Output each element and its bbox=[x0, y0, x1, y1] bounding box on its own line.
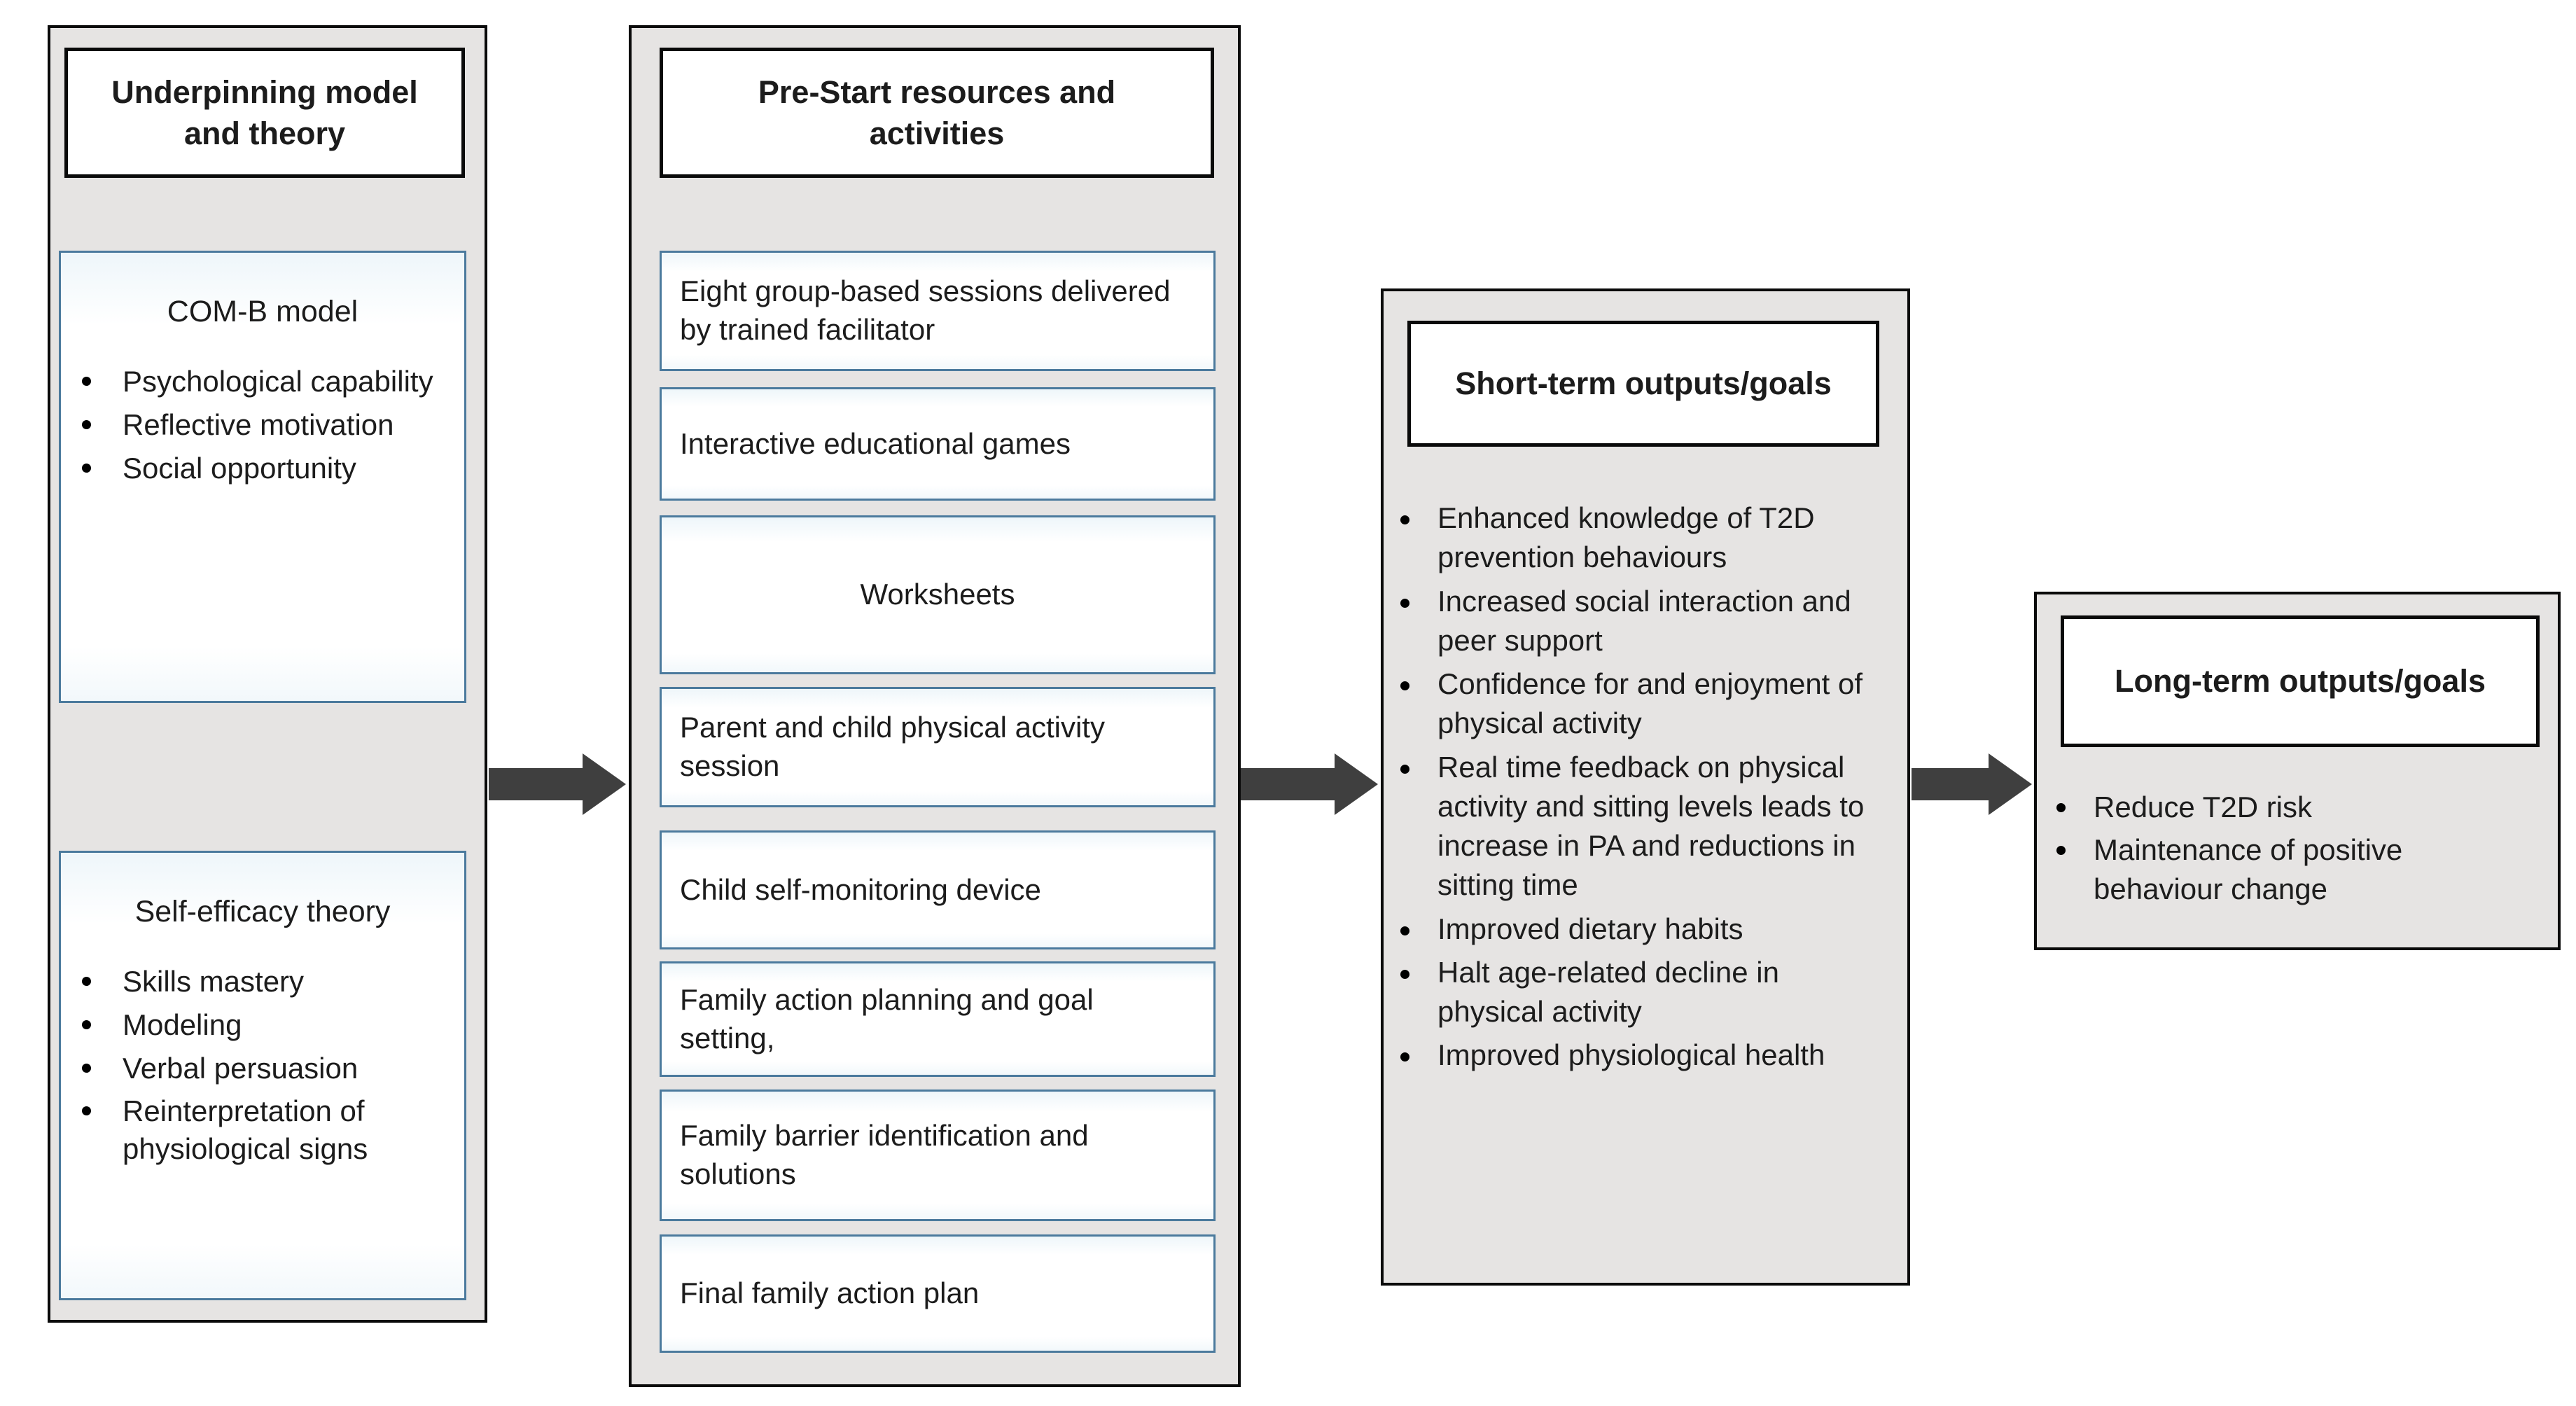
flow-arrow-3-icon bbox=[1912, 753, 2032, 815]
bullet-dot-icon bbox=[2056, 846, 2066, 856]
prestart-box-monitoring-device: Child self-monitoring device bbox=[660, 830, 1216, 949]
long-term-header-label: Long-term outputs/goals bbox=[2115, 663, 2486, 699]
flow-arrow-1-icon bbox=[489, 753, 626, 815]
underpinning-header-label: Underpinning model and theory bbox=[111, 74, 418, 151]
prestart-box-text: Worksheets bbox=[860, 578, 1015, 611]
bullet-item: Modeling bbox=[61, 1006, 464, 1044]
bullet-item: Increased social interaction and peer su… bbox=[1384, 582, 1889, 661]
bullet-text: Reinterpretation of physiological signs bbox=[123, 1094, 368, 1165]
bullet-item: Psychological capability bbox=[61, 363, 464, 401]
bullet-item: Reinterpretation of physiological signs bbox=[61, 1092, 464, 1168]
prestart-box-worksheets: Worksheets bbox=[660, 515, 1216, 674]
bullet-dot-icon bbox=[82, 1106, 91, 1116]
bullet-item: Social opportunity bbox=[61, 450, 464, 487]
bullet-item: Maintenance of positive behaviour change bbox=[2037, 830, 2542, 908]
comb-model-title: COM-B model bbox=[167, 295, 358, 328]
flow-arrow-2-icon bbox=[1241, 753, 1378, 815]
bullet-dot-icon bbox=[82, 463, 91, 473]
arrow-head bbox=[1335, 753, 1378, 815]
column-long-term-outputs: Long-term outputs/goals Reduce T2D risk … bbox=[2034, 592, 2561, 950]
bullet-text: Social opportunity bbox=[123, 451, 356, 485]
bullet-dot-icon bbox=[1400, 764, 1409, 774]
bullet-dot-icon bbox=[82, 419, 91, 429]
prestart-box-text: Eight group-based sessions delivered by … bbox=[680, 274, 1171, 346]
short-term-header-box: Short-term outputs/goals bbox=[1407, 321, 1879, 447]
bullet-text: Reflective motivation bbox=[123, 408, 394, 441]
long-term-bullet-list: Reduce T2D risk Maintenance of positive … bbox=[2037, 788, 2542, 912]
bullet-text: Improved dietary habits bbox=[1437, 912, 1743, 945]
bullet-item: Halt age-related decline in physical act… bbox=[1384, 953, 1889, 1032]
bullet-text: Modeling bbox=[123, 1008, 242, 1041]
bullet-text: Enhanced knowledge of T2D prevention beh… bbox=[1437, 501, 1815, 574]
prestart-box-text: Family barrier identification and soluti… bbox=[680, 1119, 1089, 1190]
bullet-item: Enhanced knowledge of T2D prevention beh… bbox=[1384, 499, 1889, 578]
prestart-box-pa-session: Parent and child physical activity sessi… bbox=[660, 687, 1216, 807]
bullet-text: Psychological capability bbox=[123, 365, 433, 398]
bullet-item: Improved dietary habits bbox=[1384, 910, 1889, 949]
bullet-dot-icon bbox=[82, 977, 91, 986]
column-prestart-resources: Pre-Start resources and activities Eight… bbox=[629, 25, 1241, 1387]
bullet-text: Verbal persuasion bbox=[123, 1051, 358, 1085]
bullet-dot-icon bbox=[1400, 681, 1409, 691]
bullet-dot-icon bbox=[1400, 598, 1409, 608]
short-term-bullet-list: Enhanced knowledge of T2D prevention beh… bbox=[1384, 499, 1889, 1080]
prestart-box-text: Family action planning and goal setting, bbox=[680, 982, 1094, 1054]
bullet-dot-icon bbox=[82, 377, 91, 386]
prestart-header-label: Pre-Start resources and activities bbox=[758, 74, 1116, 151]
arrow-shaft bbox=[489, 768, 584, 800]
bullet-text: Skills mastery bbox=[123, 965, 305, 998]
underpinning-header-box: Underpinning model and theory bbox=[64, 48, 465, 178]
comb-model-box: COM-B model Psychological capability Ref… bbox=[59, 251, 466, 703]
prestart-box-text: Parent and child physical activity sessi… bbox=[680, 711, 1105, 782]
prestart-box-barrier-identification: Family barrier identification and soluti… bbox=[660, 1090, 1216, 1221]
arrow-shaft bbox=[1241, 768, 1336, 800]
bullet-item: Reduce T2D risk bbox=[2037, 788, 2542, 826]
bullet-dot-icon bbox=[82, 1019, 91, 1029]
bullet-item: Reflective motivation bbox=[61, 406, 464, 444]
bullet-text: Halt age-related decline in physical act… bbox=[1437, 955, 1779, 1029]
column-underpinning-model: Underpinning model and theory COM-B mode… bbox=[48, 25, 487, 1323]
prestart-box-action-planning: Family action planning and goal setting, bbox=[660, 961, 1216, 1077]
bullet-item: Verbal persuasion bbox=[61, 1050, 464, 1087]
prestart-box-text: Child self-monitoring device bbox=[680, 872, 1041, 906]
bullet-dot-icon bbox=[82, 1063, 91, 1073]
bullet-item: Confidence for and enjoyment of physical… bbox=[1384, 664, 1889, 744]
bullet-text: Increased social interaction and peer su… bbox=[1437, 584, 1851, 657]
bullet-text: Real time feedback on physical activity … bbox=[1437, 750, 1865, 902]
long-term-header-box: Long-term outputs/goals bbox=[2061, 615, 2540, 747]
self-efficacy-title: Self-efficacy theory bbox=[134, 895, 391, 928]
bullet-item: Improved physiological health bbox=[1384, 1036, 1889, 1075]
arrow-shaft bbox=[1912, 768, 1990, 800]
bullet-dot-icon bbox=[2056, 803, 2066, 812]
prestart-box-text: Interactive educational games bbox=[680, 426, 1071, 460]
arrow-head bbox=[1989, 753, 2032, 815]
bullet-text: Improved physiological health bbox=[1437, 1038, 1825, 1072]
bullet-dot-icon bbox=[1400, 515, 1409, 524]
comb-bullet-list: Psychological capability Reflective moti… bbox=[61, 363, 464, 487]
arrow-head bbox=[583, 753, 626, 815]
self-efficacy-bullet-list: Skills mastery Modeling Verbal persuasio… bbox=[61, 963, 464, 1168]
bullet-item: Skills mastery bbox=[61, 963, 464, 1001]
bullet-text: Maintenance of positive behaviour change bbox=[2094, 833, 2403, 905]
bullet-text: Reduce T2D risk bbox=[2094, 791, 2313, 823]
bullet-dot-icon bbox=[1400, 926, 1409, 935]
prestart-box-sessions: Eight group-based sessions delivered by … bbox=[660, 251, 1216, 371]
column-short-term-outputs: Short-term outputs/goals Enhanced knowle… bbox=[1381, 288, 1910, 1286]
short-term-header-label: Short-term outputs/goals bbox=[1455, 366, 1832, 402]
prestart-header-box: Pre-Start resources and activities bbox=[660, 48, 1214, 178]
bullet-text: Confidence for and enjoyment of physical… bbox=[1437, 667, 1863, 740]
bullet-item: Real time feedback on physical activity … bbox=[1384, 748, 1889, 905]
prestart-box-text: Final family action plan bbox=[680, 1276, 980, 1310]
bullet-dot-icon bbox=[1400, 969, 1409, 979]
self-efficacy-box: Self-efficacy theory Skills mastery Mode… bbox=[59, 851, 466, 1300]
prestart-box-final-plan: Final family action plan bbox=[660, 1234, 1216, 1353]
bullet-dot-icon bbox=[1400, 1052, 1409, 1062]
prestart-box-games: Interactive educational games bbox=[660, 387, 1216, 501]
